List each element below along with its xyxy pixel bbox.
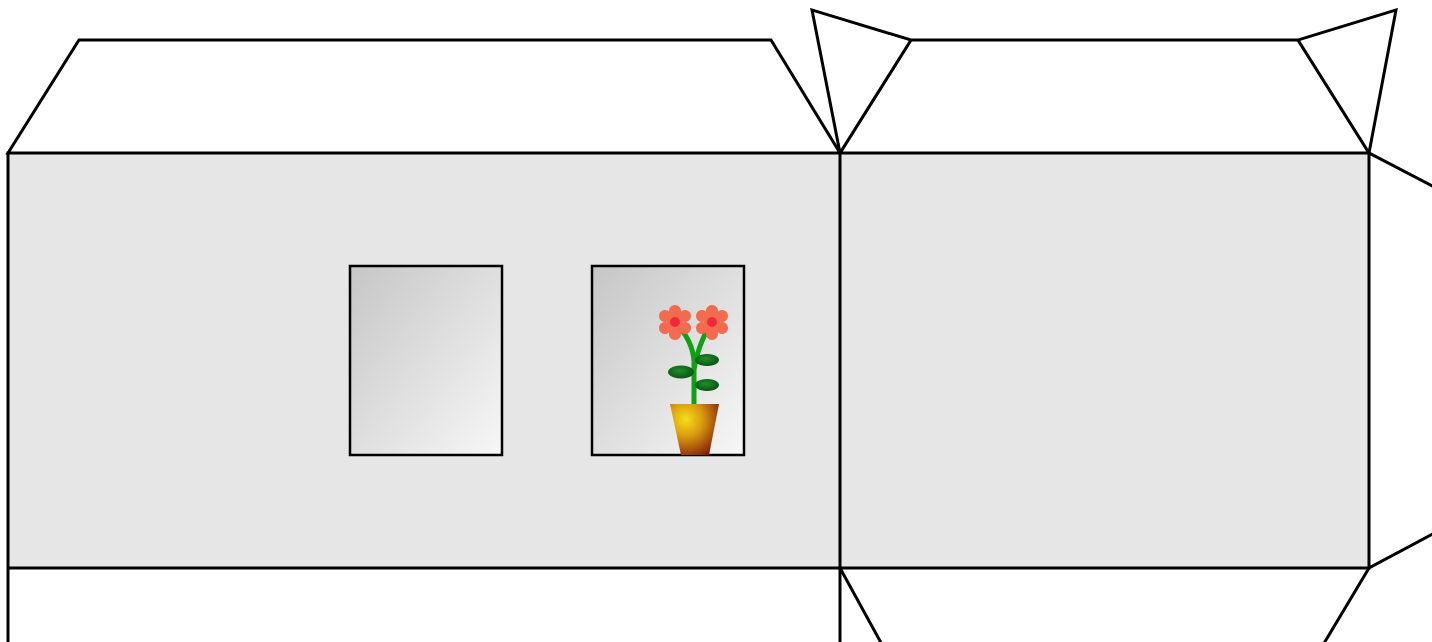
roof-flap-left [5, 38, 843, 155]
glue-tab-top-right [1295, 7, 1398, 158]
side-wall-panel [838, 151, 1371, 570]
plant-leaf [695, 354, 719, 366]
window-right [590, 264, 746, 457]
glue-tab-side-right [1367, 150, 1432, 571]
base-flap-right [837, 566, 1372, 642]
flower-icon [659, 305, 691, 340]
base-flap-left [6, 566, 842, 642]
plant-leaf [668, 365, 694, 379]
roof-flap-right [837, 38, 1372, 155]
flower-icon [696, 305, 728, 340]
potted-plant-icon [659, 305, 728, 455]
glue-tab-top-left [810, 7, 914, 158]
flower-pot [670, 404, 719, 455]
plant-leaf [695, 379, 719, 391]
window-left [348, 264, 504, 457]
